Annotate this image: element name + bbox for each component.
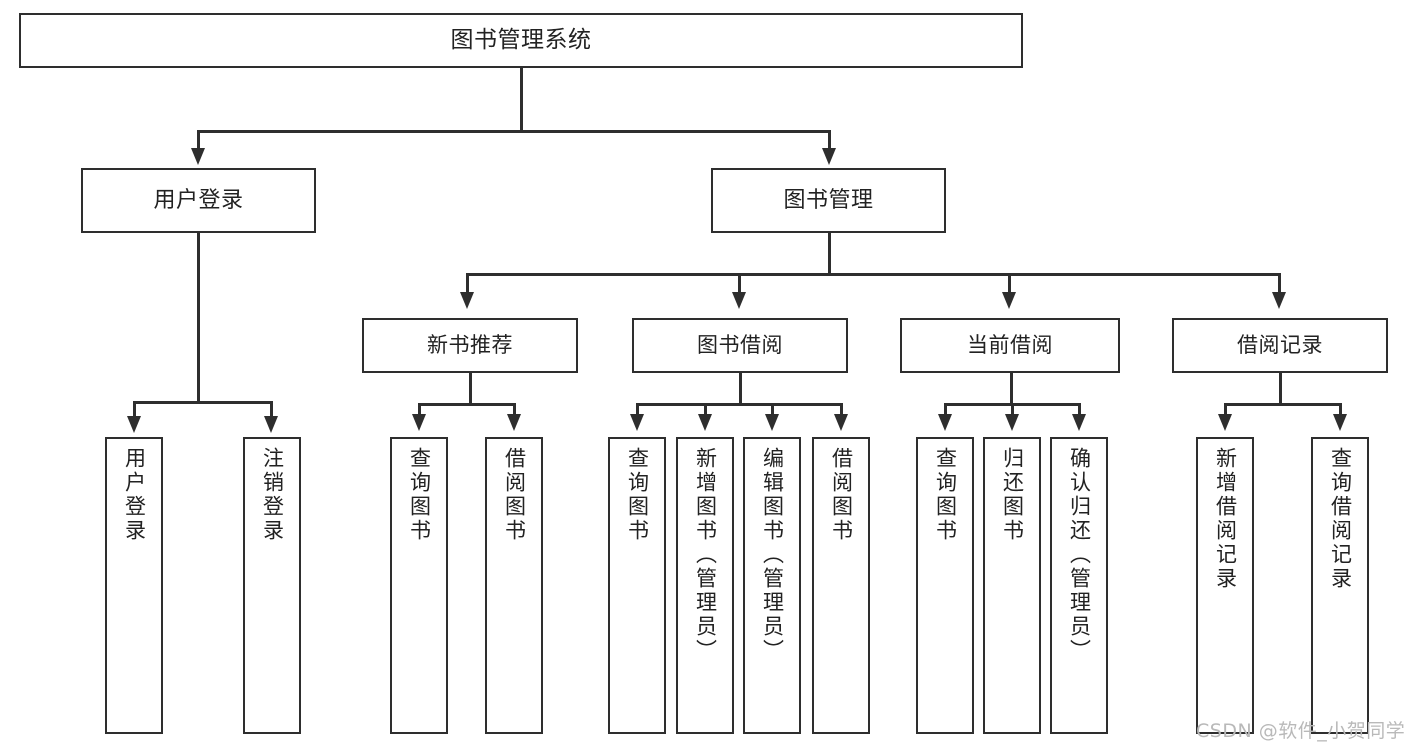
edge-bb-drop-1 (636, 403, 639, 419)
arrowhead-leaf-borrow-book-b (834, 414, 848, 431)
node-label: 借阅记录 (1237, 333, 1323, 358)
arrowhead-new-book-rec (460, 292, 474, 309)
edge-bm-drop-1 (466, 273, 469, 297)
edge-user-login-bus (133, 401, 272, 404)
node-label: 查询借阅记录 (1328, 447, 1353, 591)
node-label: 确认归还（管理员） (1067, 447, 1092, 663)
node-leaf-add-book-admin[interactable]: 新增图书（管理员） (676, 437, 734, 734)
arrowhead-leaf-user-logout (264, 416, 278, 433)
arrowhead-current-borrow (1002, 292, 1016, 309)
node-label: 借阅图书 (502, 447, 527, 543)
edge-cb-drop-3 (1078, 403, 1081, 419)
node-leaf-borrow-book-b[interactable]: 借阅图书 (812, 437, 870, 734)
node-new-book-rec[interactable]: 新书推荐 (362, 318, 578, 373)
edge-bb-drop-4 (840, 403, 843, 419)
node-current-borrow[interactable]: 当前借阅 (900, 318, 1120, 373)
edge-nbr-drop-1 (418, 403, 421, 419)
edge-bm-drop-3 (1008, 273, 1011, 297)
node-label: 新增借阅记录 (1213, 447, 1238, 591)
edge-root-to-book-manage (828, 130, 831, 154)
arrowhead-leaf-query-book-rec (412, 414, 426, 431)
node-root-system[interactable]: 图书管理系统 (19, 13, 1023, 68)
arrowhead-leaf-confirm-return-admin (1072, 414, 1086, 431)
node-label: 查询图书 (933, 447, 958, 543)
edge-user-login-drop-1 (133, 401, 136, 421)
arrowhead-leaf-return-book (1005, 414, 1019, 431)
edge-root-bus (197, 130, 831, 133)
edge-book-manage-stem (828, 233, 831, 275)
edge-br-drop-1 (1224, 403, 1227, 419)
node-leaf-edit-book-admin[interactable]: 编辑图书（管理员） (743, 437, 801, 734)
arrowhead-leaf-query-book-c (938, 414, 952, 431)
node-label: 新书推荐 (427, 333, 513, 358)
node-leaf-add-borrow-record[interactable]: 新增借阅记录 (1196, 437, 1254, 734)
node-label: 用户登录 (122, 447, 147, 543)
node-label: 借阅图书 (829, 447, 854, 543)
edge-bb-drop-3 (771, 403, 774, 419)
edge-nbr-bus (418, 403, 516, 406)
arrowhead-leaf-query-book-b (630, 414, 644, 431)
node-leaf-query-borrow-record[interactable]: 查询借阅记录 (1311, 437, 1369, 734)
node-book-borrow[interactable]: 图书借阅 (632, 318, 848, 373)
node-leaf-query-book-b[interactable]: 查询图书 (608, 437, 666, 734)
arrowhead-leaf-add-borrow-record (1218, 414, 1232, 431)
edge-nbr-drop-2 (513, 403, 516, 419)
edge-bb-stem (739, 373, 742, 405)
edge-bb-bus (636, 403, 840, 406)
edge-br-stem (1279, 373, 1282, 405)
node-label: 归还图书 (1000, 447, 1025, 543)
arrowhead-leaf-borrow-book-rec (507, 414, 521, 431)
node-leaf-query-book-c[interactable]: 查询图书 (916, 437, 974, 734)
node-label: 查询图书 (407, 447, 432, 543)
edge-cb-stem (1010, 373, 1013, 405)
node-leaf-query-book-rec[interactable]: 查询图书 (390, 437, 448, 734)
edge-cb-drop-1 (944, 403, 947, 419)
edge-br-bus (1224, 403, 1342, 406)
arrowhead-user-login (191, 148, 205, 165)
node-leaf-user-login[interactable]: 用户登录 (105, 437, 163, 734)
node-book-manage[interactable]: 图书管理 (711, 168, 946, 233)
edge-cb-drop-2 (1011, 403, 1014, 419)
arrowhead-leaf-add-book-admin (698, 414, 712, 431)
node-leaf-confirm-return-admin[interactable]: 确认归还（管理员） (1050, 437, 1108, 734)
node-label: 新增图书（管理员） (693, 447, 718, 663)
edge-nbr-stem (469, 373, 472, 405)
node-borrow-record[interactable]: 借阅记录 (1172, 318, 1388, 373)
edge-bb-drop-2 (704, 403, 707, 419)
node-label: 图书借阅 (697, 333, 783, 358)
arrowhead-leaf-user-login (127, 416, 141, 433)
edge-bm-drop-2 (738, 273, 741, 297)
arrowhead-leaf-edit-book-admin (765, 414, 779, 431)
edge-root-stem (520, 68, 523, 130)
node-label: 用户登录 (153, 187, 244, 213)
node-leaf-return-book[interactable]: 归还图书 (983, 437, 1041, 734)
edge-root-to-user-login (197, 130, 200, 154)
node-label: 查询图书 (625, 447, 650, 543)
node-label: 当前借阅 (967, 333, 1053, 358)
edge-book-manage-bus (466, 273, 1280, 276)
node-label: 编辑图书（管理员） (760, 447, 785, 663)
node-label: 图书管理 (783, 187, 874, 213)
edge-user-login-stem (197, 233, 200, 403)
arrowhead-book-borrow (732, 292, 746, 309)
node-leaf-borrow-book-rec[interactable]: 借阅图书 (485, 437, 543, 734)
node-user-login[interactable]: 用户登录 (81, 168, 316, 233)
node-label: 注销登录 (260, 447, 285, 543)
arrowhead-book-manage (822, 148, 836, 165)
arrowhead-borrow-record (1272, 292, 1286, 309)
csdn-watermark: CSDN @软件_小贺同学 (1196, 720, 1405, 742)
arrowhead-leaf-query-borrow-record (1333, 414, 1347, 431)
node-label: 图书管理系统 (450, 26, 592, 53)
node-leaf-user-logout[interactable]: 注销登录 (243, 437, 301, 734)
edge-bm-drop-4 (1278, 273, 1281, 297)
edge-br-drop-2 (1339, 403, 1342, 419)
edge-user-login-drop-2 (270, 401, 273, 421)
